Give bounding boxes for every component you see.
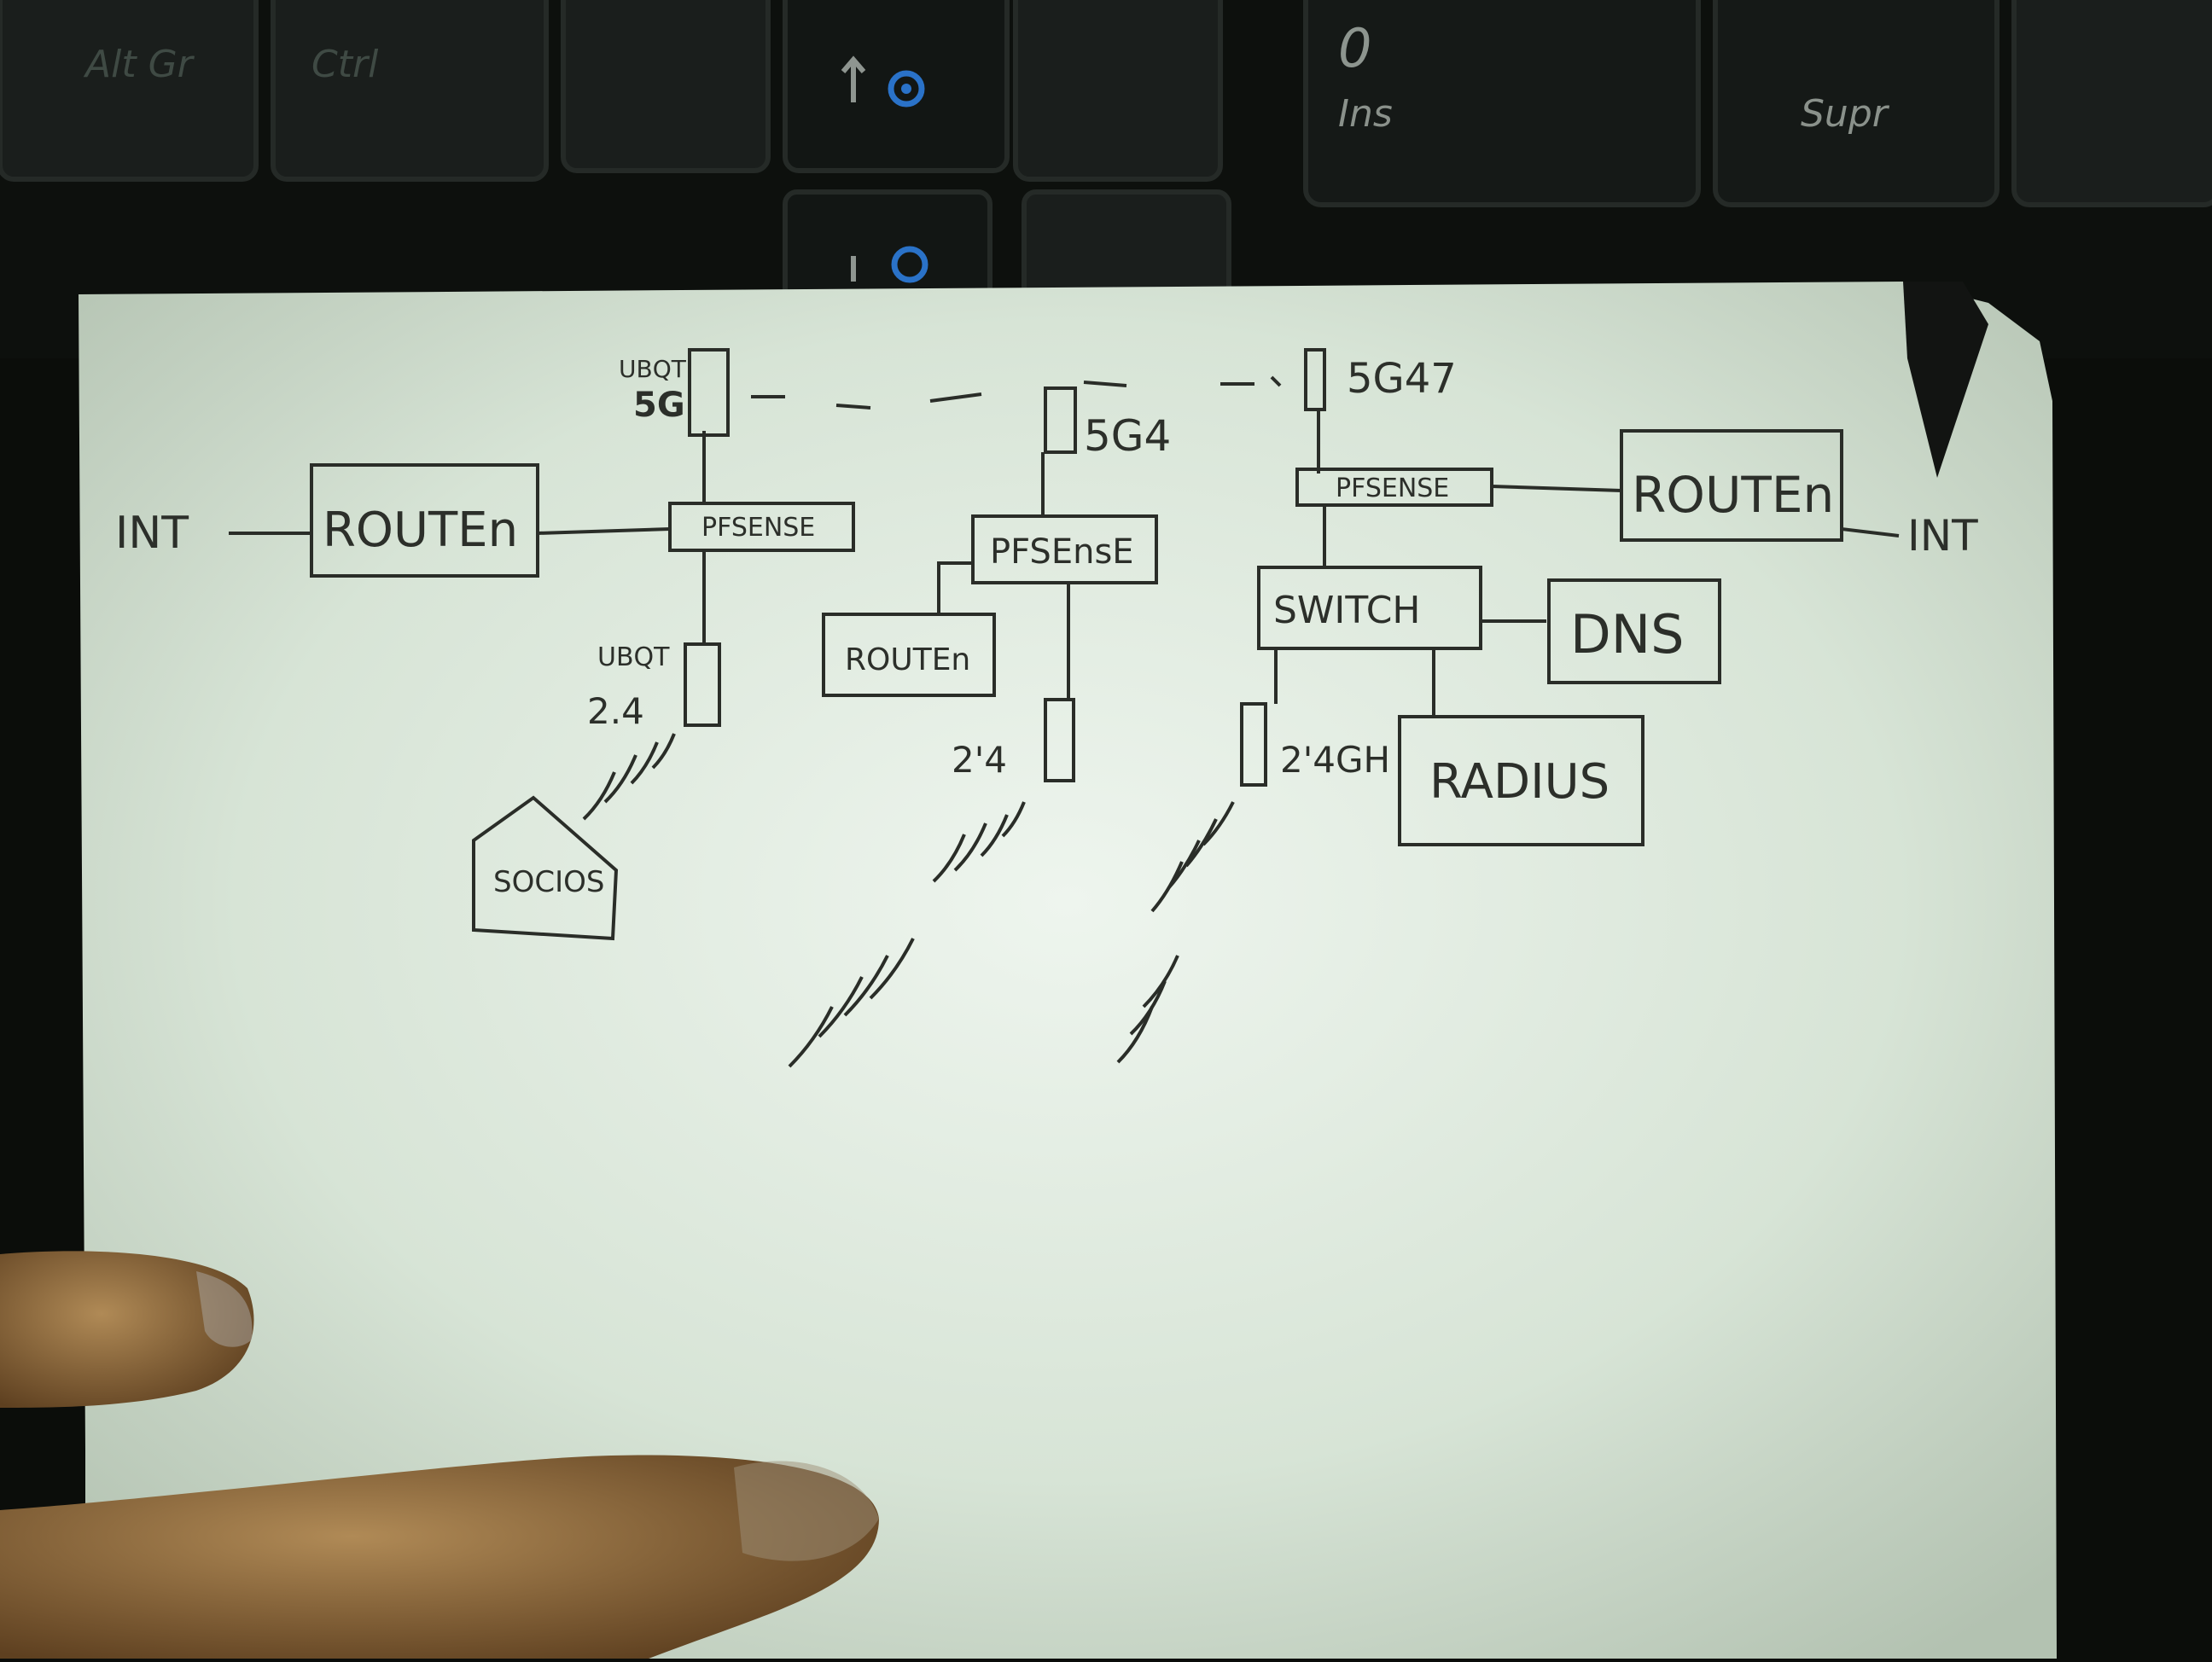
ant-5g-label-middle: 5G4: [1084, 411, 1171, 461]
torn-corner: [1903, 282, 1988, 478]
gear-icon: [888, 70, 925, 108]
ubqt-5g-brand-label: UBQT: [619, 355, 687, 383]
ubqt-24-band-label: 2.4: [587, 690, 644, 732]
finger-top: [0, 1251, 254, 1408]
key-ctrl: Ctrl: [311, 43, 379, 86]
ant-5g-label-right: 5G47: [1347, 355, 1457, 403]
radius-label: RADIUS: [1429, 754, 1610, 810]
sketch-lines: [229, 348, 1900, 941]
finger-bottom: [0, 1455, 879, 1659]
key-supr: Supr: [1801, 92, 1888, 136]
int-label-right: INT: [1907, 511, 1978, 561]
key-altgr: Alt Gr: [85, 43, 193, 86]
arrow-up-icon: [841, 55, 866, 102]
ubqt-24-brand-label: UBQT: [597, 642, 670, 672]
ant-24-label-middle: 2'4: [952, 739, 1007, 781]
pfsense-label-left: PFSENSE: [701, 513, 815, 543]
ant-24-label-right: 2'4GH: [1280, 739, 1390, 781]
ubqt-5g-band-label: 5G: [633, 386, 685, 425]
router-label-left: ROUTEn: [323, 503, 518, 558]
keyboard-keys: [0, 0, 2212, 323]
paper-sheet: [79, 282, 2057, 1659]
key-zero: 0: [1338, 17, 1372, 79]
key-ins: Ins: [1338, 92, 1393, 136]
switch-label: SWITCH: [1273, 589, 1421, 632]
socios-label: SOCIOS: [493, 865, 604, 899]
router-label-middle: ROUTEn: [845, 642, 970, 677]
int-label-left: INT: [115, 508, 189, 559]
pfsense-label-middle: PFSEnsE: [990, 532, 1134, 572]
wifi-waves: [582, 733, 1235, 1068]
pfsense-label-right: PFSENSE: [1336, 474, 1449, 503]
gear-icon-2: [891, 246, 928, 283]
router-label-right: ROUTEn: [1632, 466, 1834, 524]
dns-label: DNS: [1570, 603, 1684, 665]
